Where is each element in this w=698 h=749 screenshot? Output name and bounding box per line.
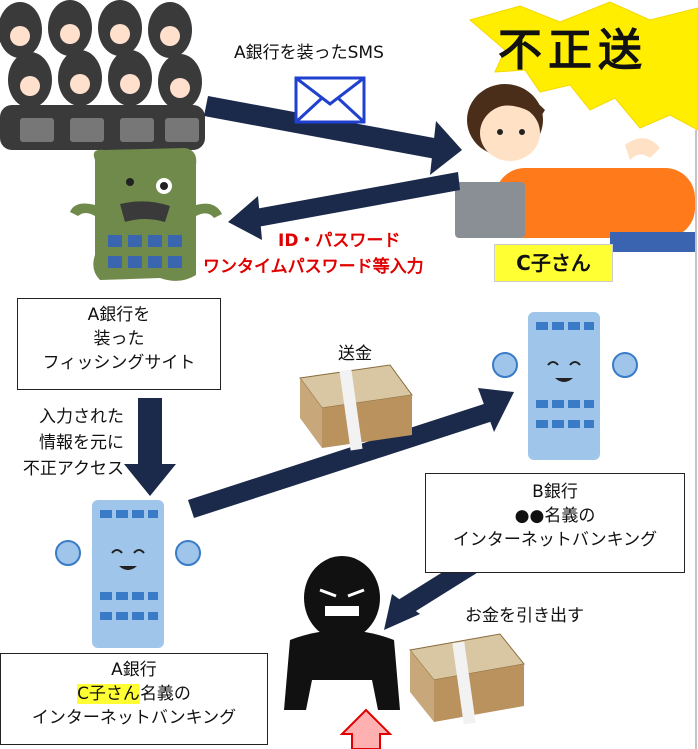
arrow-transfer: [188, 402, 496, 518]
bank-b-line2: ●●名義の: [514, 506, 596, 526]
bank-b-building-illustration: [492, 312, 638, 460]
arrow-sms: [204, 96, 445, 160]
victim-illustration: [455, 84, 695, 252]
alert-title: 不正送: [498, 25, 648, 76]
bank-b-line3: インターネットバンキング: [452, 530, 658, 550]
arrow-credentials: [250, 172, 460, 228]
transfer-label: 送金: [338, 344, 372, 364]
withdraw-label: お金を引き出す: [465, 606, 584, 626]
phishing-site-monster-illustration: [70, 148, 222, 281]
arrow-unauthorized-access: [138, 398, 162, 466]
criminal-illustration: [284, 556, 400, 710]
access-label: 入力された 情報を元に 不正アクセス: [0, 404, 124, 482]
bank-b-line1: B銀行: [532, 482, 578, 502]
bank-b-box: B銀行 ●●名義の インターネットバンキング: [425, 473, 685, 573]
bank-a-line3: インターネットバンキング: [31, 708, 237, 728]
credentials-line1: ID・パスワード: [278, 231, 401, 251]
cash-stack-withdraw-illustration: [409, 633, 525, 725]
alert-burst: [468, 1, 698, 131]
bank-a-owner-highlight: C子さん: [77, 684, 140, 704]
bank-a-box: A銀行 C子さん名義の インターネットバンキング: [0, 653, 268, 745]
access-label-line2: 情報を元に: [39, 433, 124, 453]
bank-a-line2: C子さん名義の: [1, 682, 267, 706]
credentials-line2: ワンタイムパスワード等入力: [203, 257, 424, 277]
access-label-line3: 不正アクセス: [22, 459, 124, 479]
bank-a-line1: A銀行: [111, 660, 157, 680]
bank-a-owner-suffix: 名義の: [139, 684, 191, 704]
attackers-group-illustration: [0, 0, 205, 150]
bank-a-building-illustration: [55, 500, 201, 648]
phishing-site-line1: A銀行を: [87, 305, 151, 325]
red-up-arrow: [339, 708, 393, 749]
cash-stack-transfer-illustration: [299, 364, 413, 451]
access-label-line1: 入力された: [39, 407, 124, 427]
phishing-site-box: A銀行を 装った フィッシングサイト: [17, 298, 221, 390]
victim-name-label: C子さん: [494, 244, 613, 282]
sms-label: A銀行を装ったSMS: [234, 43, 384, 63]
phishing-site-line3: フィッシングサイト: [42, 353, 196, 373]
envelope-icon: [294, 76, 366, 124]
phishing-site-line2: 装った: [93, 329, 145, 349]
